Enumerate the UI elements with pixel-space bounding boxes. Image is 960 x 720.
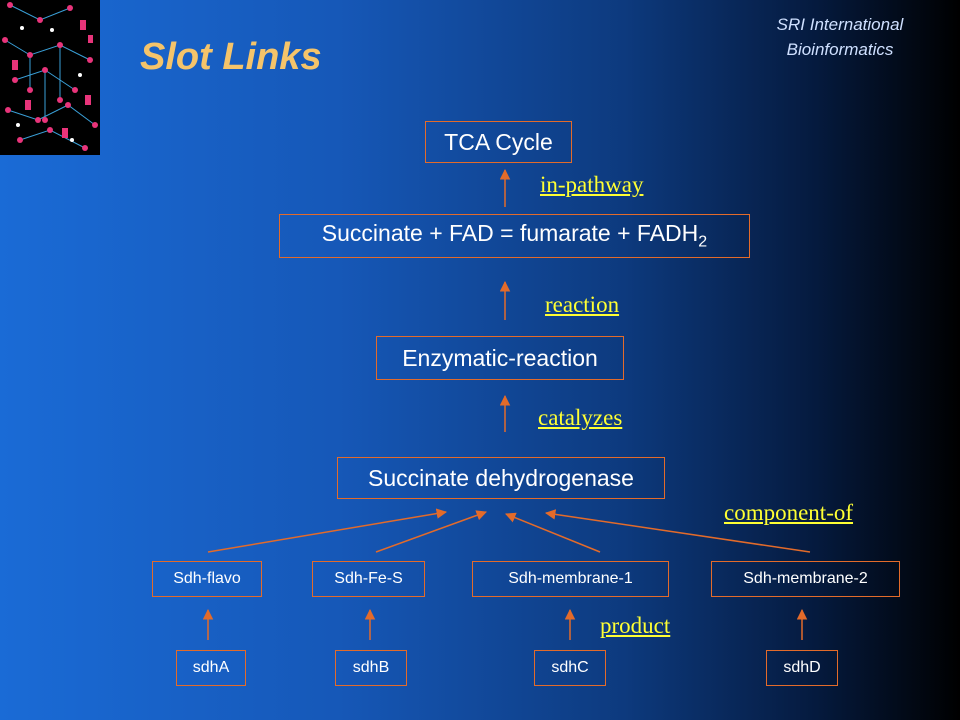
slot-reaction: reaction (545, 292, 620, 317)
component-box-3: Sdh-membrane-1 (472, 561, 669, 597)
pathway-map-logo (0, 0, 100, 155)
slot-component-of: component-of (724, 500, 854, 525)
pathway-box: TCA Cycle (425, 121, 572, 163)
gene-label-3: sdhC (551, 659, 589, 676)
arrow-component-3 (505, 512, 601, 553)
reaction-equation-subscript: 2 (698, 233, 708, 251)
component-box-1: Sdh-flavo (152, 561, 262, 597)
gene-label-4: sdhD (783, 659, 821, 676)
org-division: Bioinformatics (786, 40, 894, 59)
gene-label-1: sdhA (192, 659, 230, 676)
organization-label: SRI International Bioinformatics (750, 12, 930, 62)
component-label-1: Sdh-flavo (173, 570, 241, 587)
slot-in-pathway: in-pathway (540, 172, 644, 197)
page-title: Slot Links (140, 36, 322, 78)
gene-box-2: sdhB (335, 650, 407, 686)
gene-box-4: sdhD (766, 650, 838, 686)
pathway-label: TCA Cycle (444, 128, 553, 155)
gene-box-3: sdhC (534, 650, 606, 686)
arrow-component-2 (375, 510, 487, 553)
reaction-box: Succinate + FAD = fumarate + FADH2 (279, 214, 750, 258)
slot-catalyzes: catalyzes (538, 405, 623, 430)
gene-box-1: sdhA (176, 650, 246, 686)
component-box-4: Sdh-membrane-2 (711, 561, 900, 597)
enzymatic-reaction-label: Enzymatic-reaction (402, 344, 598, 371)
reaction-equation-text: Succinate + FAD = fumarate + FADH (321, 220, 699, 247)
enzyme-label: Succinate dehydrogenase (368, 464, 634, 491)
arrow-component-4 (544, 509, 811, 553)
enzyme-box: Succinate dehydrogenase (337, 457, 665, 499)
arrow-component-1 (207, 508, 448, 553)
component-box-2: Sdh-Fe-S (312, 561, 425, 597)
enzymatic-reaction-box: Enzymatic-reaction (376, 336, 624, 380)
gene-label-2: sdhB (352, 659, 390, 676)
slot-product: product (600, 613, 671, 638)
component-label-2: Sdh-Fe-S (334, 570, 403, 587)
reaction-equation: Succinate + FAD = fumarate + FADH2 (322, 220, 707, 252)
component-label-3: Sdh-membrane-1 (508, 570, 633, 587)
component-label-4: Sdh-membrane-2 (743, 570, 868, 587)
org-name: SRI International (776, 15, 904, 34)
